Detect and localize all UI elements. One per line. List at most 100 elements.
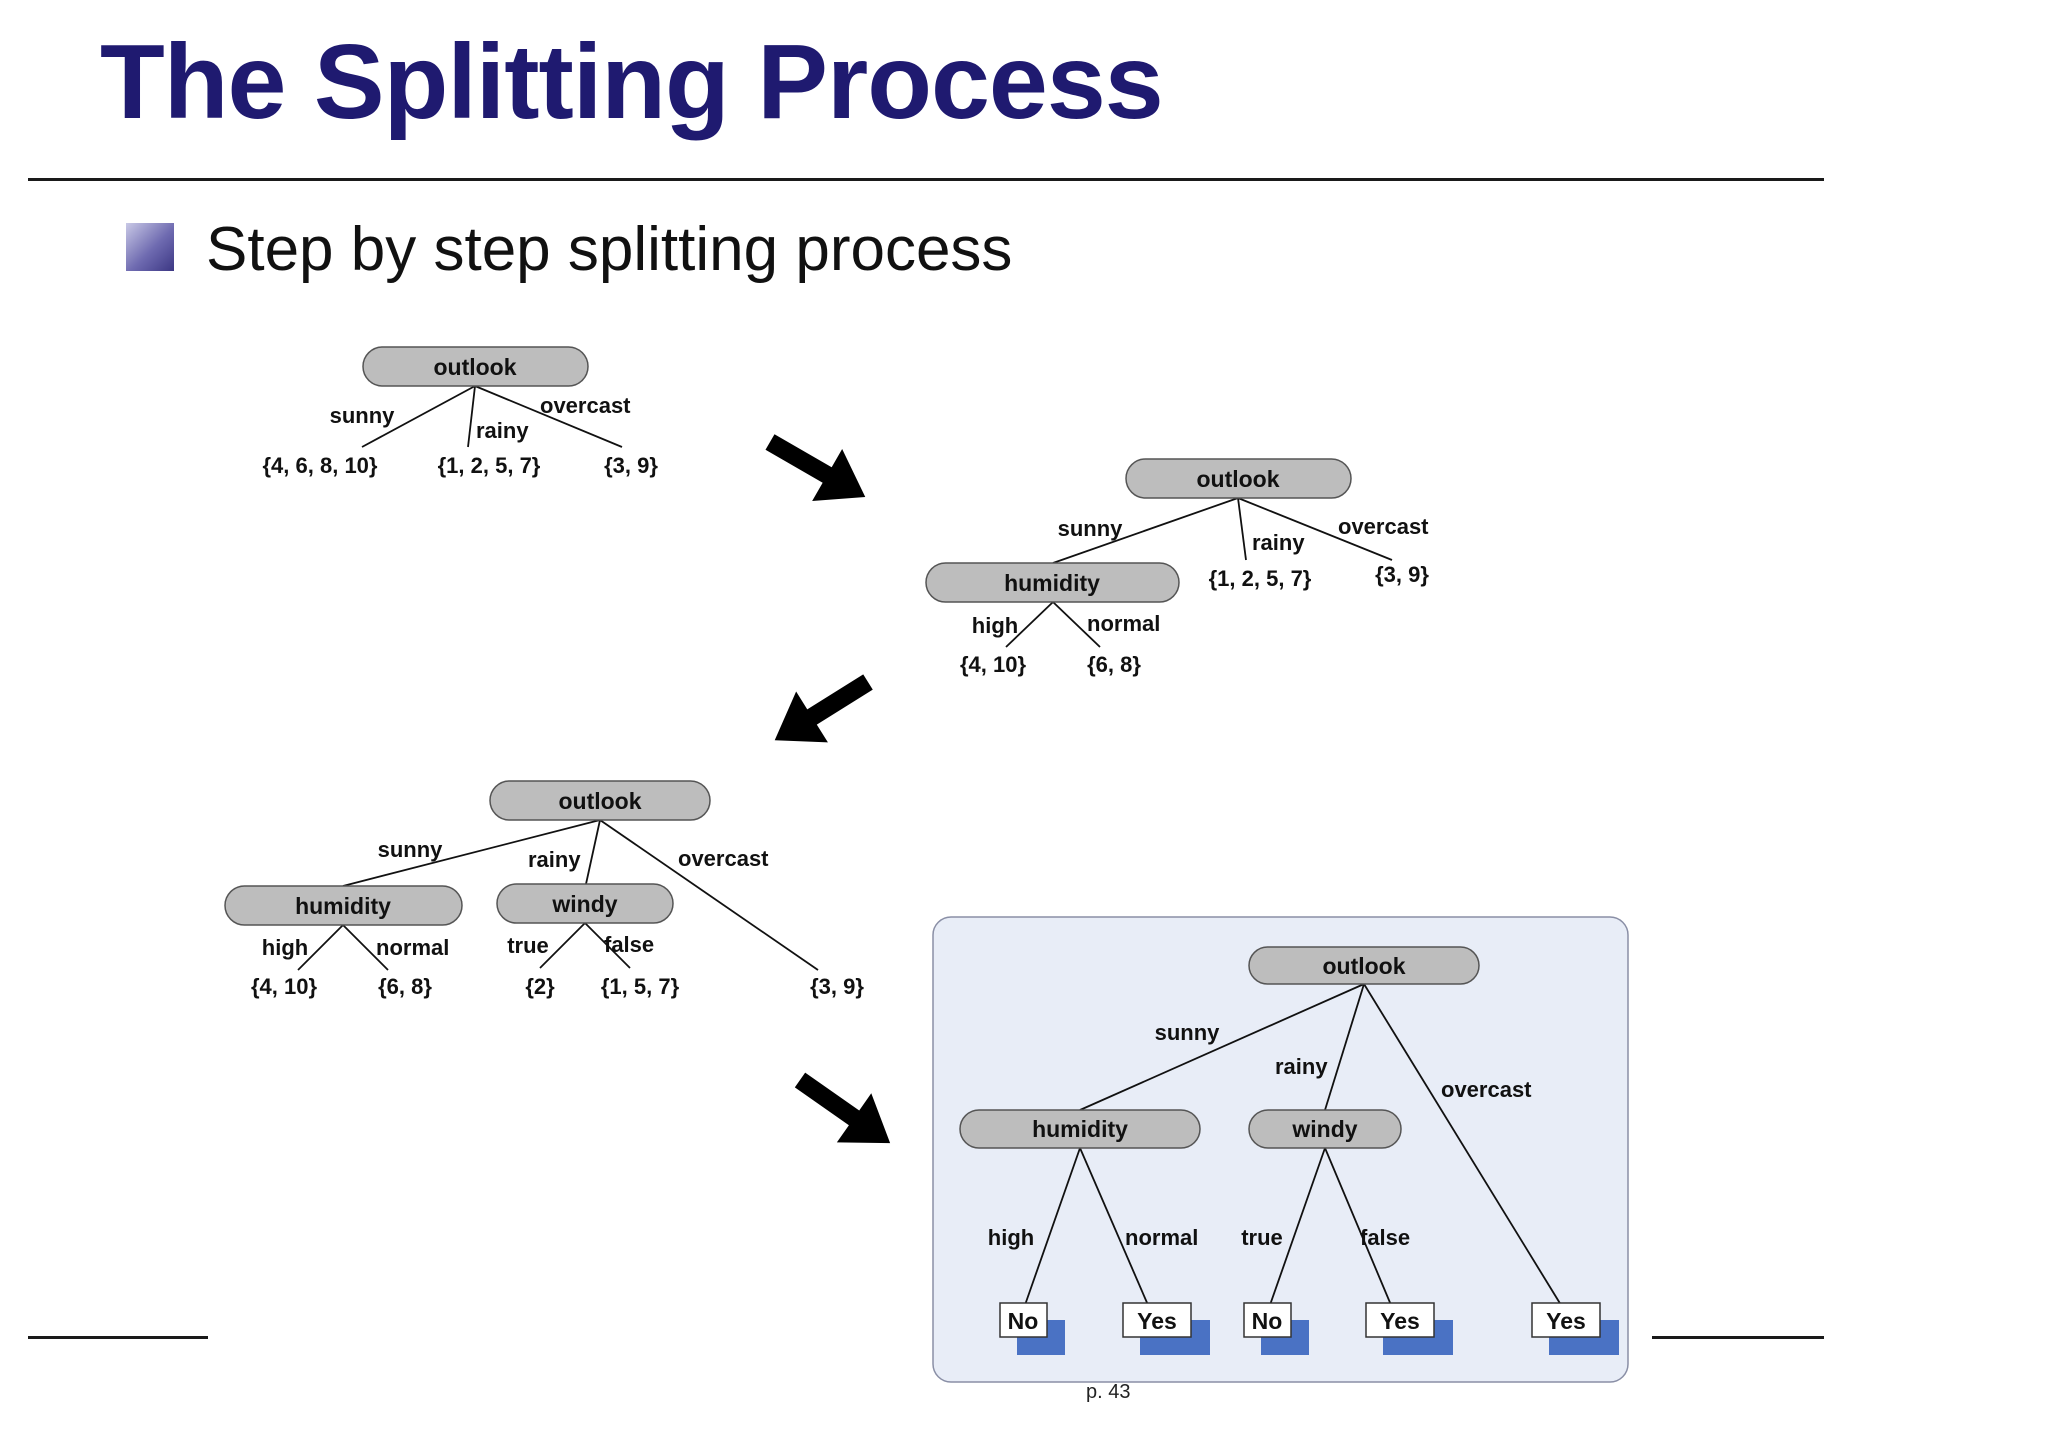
edge-line (1024, 1147, 1081, 1306)
node-outlook (362, 346, 589, 387)
edge-label-normal: normal (1125, 1225, 1198, 1250)
edge-line (361, 385, 476, 448)
edge-label-normal: normal (376, 935, 449, 960)
edge-label-high: high (972, 613, 1018, 638)
edge-label-normal: normal (1087, 611, 1160, 636)
edge-line (342, 819, 601, 887)
edge-label-rainy: rainy (1252, 530, 1305, 555)
page-number: p. 43 (1086, 1381, 1131, 1403)
edge-line (599, 819, 819, 971)
set-label: {6, 8} (1087, 652, 1141, 677)
set-label: {3, 9} (604, 453, 658, 478)
step4-final-tree: outlook sunny rainy overcast humidity hi… (932, 916, 1629, 1383)
leaf-label: No (1008, 1308, 1039, 1334)
set-label: {4, 10} (251, 974, 317, 999)
edge-line (342, 924, 389, 971)
node-label: outlook (433, 354, 516, 380)
edge-line (1079, 1147, 1149, 1306)
edge-line (585, 819, 601, 885)
leaf-yes: Yes (1122, 1302, 1210, 1355)
edge-line (297, 924, 344, 971)
bullet-square-icon (126, 223, 174, 271)
leaf-label: Yes (1546, 1308, 1586, 1334)
edge-label-high: high (262, 935, 308, 960)
edge-line (467, 385, 476, 448)
node-label: outlook (558, 788, 641, 814)
arrow-down-right-icon (765, 434, 866, 501)
node-outlook (1248, 946, 1480, 985)
set-label: {6, 8} (378, 974, 432, 999)
leaf-label: No (1252, 1308, 1283, 1334)
edge-label-overcast: overcast (540, 393, 631, 418)
edge-label-true: true (507, 933, 549, 958)
edge-label-rainy: rainy (1275, 1054, 1328, 1079)
node-label: windy (1291, 1116, 1357, 1142)
edge-line (1079, 983, 1365, 1111)
edge-line (474, 385, 623, 448)
set-label: {1, 2, 5, 7} (438, 453, 541, 478)
bottom-rule-left (28, 1336, 208, 1339)
title-divider (28, 178, 1824, 181)
edge-label-true: true (1241, 1225, 1283, 1250)
edge-line (1324, 1147, 1392, 1306)
edge-line (1052, 601, 1101, 648)
edge-label-sunny: sunny (378, 837, 444, 862)
node-humidity (959, 1109, 1201, 1149)
set-label: {4, 6, 8, 10} (263, 453, 378, 478)
arrow-down-right-icon (794, 1072, 891, 1144)
node-label: humidity (1004, 570, 1100, 596)
edge-line (1052, 497, 1239, 564)
leaf-yes: Yes (1365, 1302, 1453, 1355)
set-label: {3, 9} (810, 974, 864, 999)
node-label: outlook (1322, 953, 1405, 979)
leaf-label: Yes (1137, 1308, 1177, 1334)
node-windy (1248, 1109, 1402, 1149)
arrow-down-left-icon (774, 674, 873, 743)
node-humidity (925, 562, 1180, 603)
node-label: humidity (295, 893, 391, 919)
edge-line (1324, 983, 1365, 1111)
slide-title: The Splitting Process (100, 23, 1164, 141)
set-label: {3, 9} (1375, 562, 1429, 587)
node-label: outlook (1196, 466, 1279, 492)
edge-line (1005, 601, 1054, 648)
edge-label-false: false (604, 932, 654, 957)
set-label: {1, 2, 5, 7} (1209, 566, 1312, 591)
edge-label-overcast: overcast (678, 846, 769, 871)
edge-label-high: high (988, 1225, 1034, 1250)
edge-label-sunny: sunny (330, 403, 396, 428)
node-outlook (489, 780, 711, 821)
step1-tree: outlook sunny rainy overcast {4, 6, 8, 1… (263, 346, 658, 478)
set-label: {4, 10} (960, 652, 1026, 677)
final-tree-panel (932, 916, 1629, 1383)
edge-line (539, 922, 586, 969)
node-label: windy (551, 891, 617, 917)
edge-line (1363, 983, 1562, 1306)
leaf-yes: Yes (1531, 1302, 1619, 1355)
edge-label-rainy: rainy (476, 418, 529, 443)
edge-line (1237, 497, 1393, 561)
leaf-no: No (1243, 1302, 1309, 1355)
edge-label-rainy: rainy (528, 847, 581, 872)
node-outlook (1125, 458, 1352, 499)
edge-line (1237, 497, 1247, 561)
bottom-rule-right (1652, 1336, 1824, 1339)
step3-tree: outlook sunny rainy overcast {3, 9} humi… (224, 780, 864, 999)
edge-label-false: false (1360, 1225, 1410, 1250)
leaf-label: Yes (1380, 1308, 1420, 1334)
edge-label-overcast: overcast (1338, 514, 1429, 539)
set-label: {2} (525, 974, 555, 999)
node-humidity (224, 885, 463, 926)
node-label: humidity (1032, 1116, 1128, 1142)
edge-line (584, 922, 631, 969)
edge-label-sunny: sunny (1058, 516, 1124, 541)
edge-label-sunny: sunny (1155, 1020, 1221, 1045)
leaf-no: No (999, 1302, 1065, 1355)
bullet-text: Step by step splitting process (206, 215, 1013, 284)
edge-label-overcast: overcast (1441, 1077, 1532, 1102)
set-label: {1, 5, 7} (601, 974, 680, 999)
node-windy (496, 883, 674, 924)
edge-line (1269, 1147, 1326, 1306)
